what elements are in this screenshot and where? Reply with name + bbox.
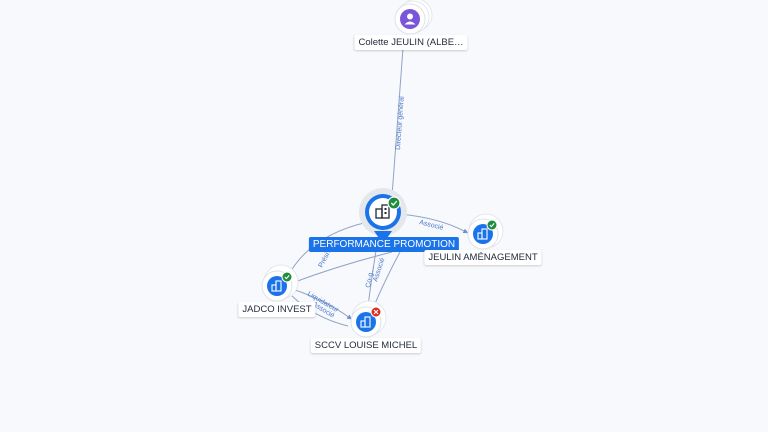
node-label-jadco[interactable]: JADCO INVEST — [238, 302, 316, 317]
edge-jadco-main-2[interactable] — [291, 251, 393, 284]
node-label-main[interactable]: PERFORMANCE PROMOTION — [308, 237, 460, 252]
node-main[interactable] — [359, 188, 407, 244]
status-active-badge — [281, 271, 293, 283]
edge-label-person-main: Directeur général — [395, 96, 406, 150]
edges — [287, 47, 469, 327]
status-active-badge — [486, 219, 498, 231]
node-label-person[interactable]: Colette JEULIN (ALBE… — [354, 35, 468, 50]
edge-main-jeulin[interactable] — [399, 213, 469, 234]
edge-main-sccv-b[interactable] — [373, 251, 401, 307]
node-sccv[interactable] — [350, 300, 387, 338]
person-icon — [400, 9, 420, 29]
status-active-badge — [387, 196, 401, 210]
edge-label-main-sccv-a: Co-g… — [365, 265, 376, 288]
edge-jadco-sccv[interactable] — [294, 289, 353, 320]
edge-jadco-sccv-2[interactable] — [291, 295, 349, 327]
node-person[interactable] — [394, 0, 433, 35]
node-label-sccv[interactable]: SCCV LOUISE MICHEL — [310, 338, 422, 353]
building-icon — [375, 204, 390, 219]
status-closed-badge — [370, 306, 382, 318]
building-icon — [271, 280, 282, 292]
building-icon — [477, 228, 488, 240]
node-label-jeulin[interactable]: JEULIN AMÉNAGEMENT — [424, 250, 542, 265]
node-jeulin[interactable] — [467, 213, 504, 250]
edge-person-main[interactable] — [391, 47, 404, 197]
node-jadco[interactable] — [261, 264, 299, 302]
building-icon — [360, 316, 371, 328]
